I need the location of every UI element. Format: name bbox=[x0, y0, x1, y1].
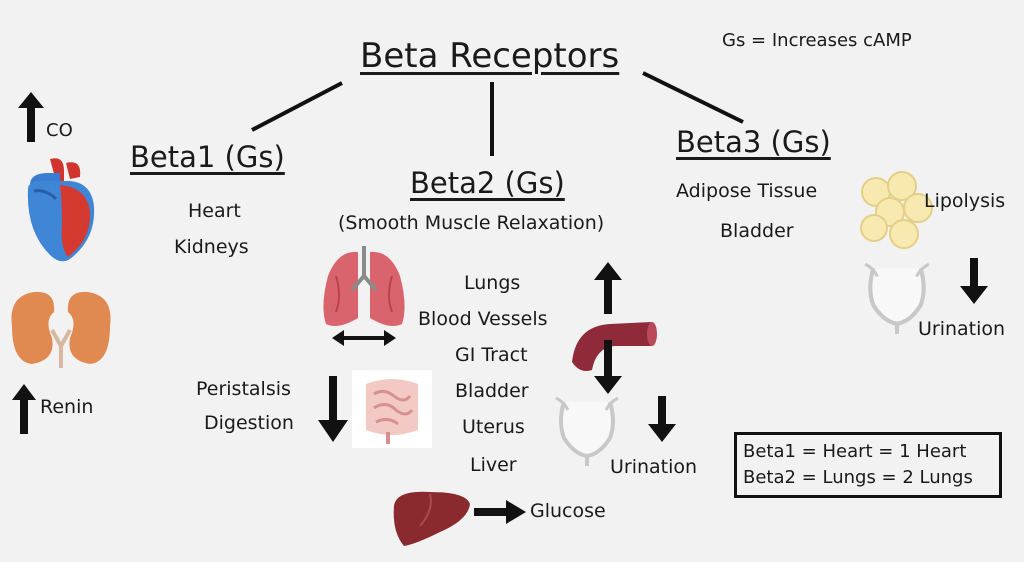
beta2-item-lungs: Lungs bbox=[464, 272, 521, 294]
intestines-icon bbox=[352, 370, 432, 448]
line-to-beta3 bbox=[642, 71, 744, 124]
mnemonic-box: Beta1 = Heart = 1 Heart Beta2 = Lungs = … bbox=[734, 432, 1002, 498]
up-arrow-icon bbox=[18, 92, 44, 142]
kidneys-icon bbox=[11, 291, 111, 368]
beta2-item-gi-tract: GI Tract bbox=[455, 344, 528, 366]
renin-label: Renin bbox=[40, 396, 94, 418]
co-label: CO bbox=[46, 120, 73, 141]
blood-vessel-icon bbox=[572, 322, 657, 371]
beta2-item-uterus: Uterus bbox=[462, 416, 525, 438]
liver-icon bbox=[393, 491, 470, 546]
bladder-icon bbox=[555, 396, 619, 466]
up-arrow-icon bbox=[594, 262, 622, 314]
beta3-item-adipose: Adipose Tissue bbox=[676, 180, 818, 202]
down-arrow-icon bbox=[318, 376, 348, 442]
heart-icon bbox=[27, 158, 95, 262]
beta2-heading: Beta2 (Gs) bbox=[410, 166, 565, 200]
down-arrow-icon bbox=[594, 340, 622, 394]
gs-note: Gs = Increases cAMP bbox=[722, 30, 912, 51]
bladder-icon bbox=[864, 262, 930, 334]
lipolysis-label: Lipolysis bbox=[924, 190, 1006, 212]
lungs-icon bbox=[323, 246, 405, 346]
beta1-item-heart: Heart bbox=[188, 200, 241, 222]
beta1-heading: Beta1 (Gs) bbox=[130, 140, 285, 174]
right-arrow-icon bbox=[474, 500, 526, 524]
up-arrow-icon bbox=[12, 384, 36, 434]
beta2-item-liver: Liver bbox=[470, 454, 517, 476]
mnemonic-line-2: Beta2 = Lungs = 2 Lungs bbox=[743, 467, 973, 488]
digestion-label: Digestion bbox=[204, 412, 294, 434]
beta3-heading: Beta3 (Gs) bbox=[676, 125, 831, 159]
beta2-item-blood-vessels: Blood Vessels bbox=[418, 308, 548, 330]
down-arrow-icon bbox=[648, 396, 676, 442]
beta2-urination-label: Urination bbox=[610, 456, 698, 478]
peristalsis-label: Peristalsis bbox=[196, 378, 291, 400]
beta1-item-kidneys: Kidneys bbox=[174, 236, 249, 258]
adipose-cells-icon bbox=[860, 171, 933, 249]
diagram-title: Beta Receptors bbox=[360, 36, 620, 76]
beta2-item-bladder: Bladder bbox=[455, 380, 529, 402]
down-arrow-icon bbox=[960, 258, 988, 304]
beta3-item-bladder: Bladder bbox=[720, 220, 794, 242]
line-to-beta1 bbox=[251, 81, 343, 132]
beta3-urination-label: Urination bbox=[918, 318, 1006, 340]
mnemonic-line-1: Beta1 = Heart = 1 Heart bbox=[743, 441, 967, 462]
glucose-label: Glucose bbox=[530, 500, 606, 522]
beta2-subheading: (Smooth Muscle Relaxation) bbox=[338, 212, 605, 234]
